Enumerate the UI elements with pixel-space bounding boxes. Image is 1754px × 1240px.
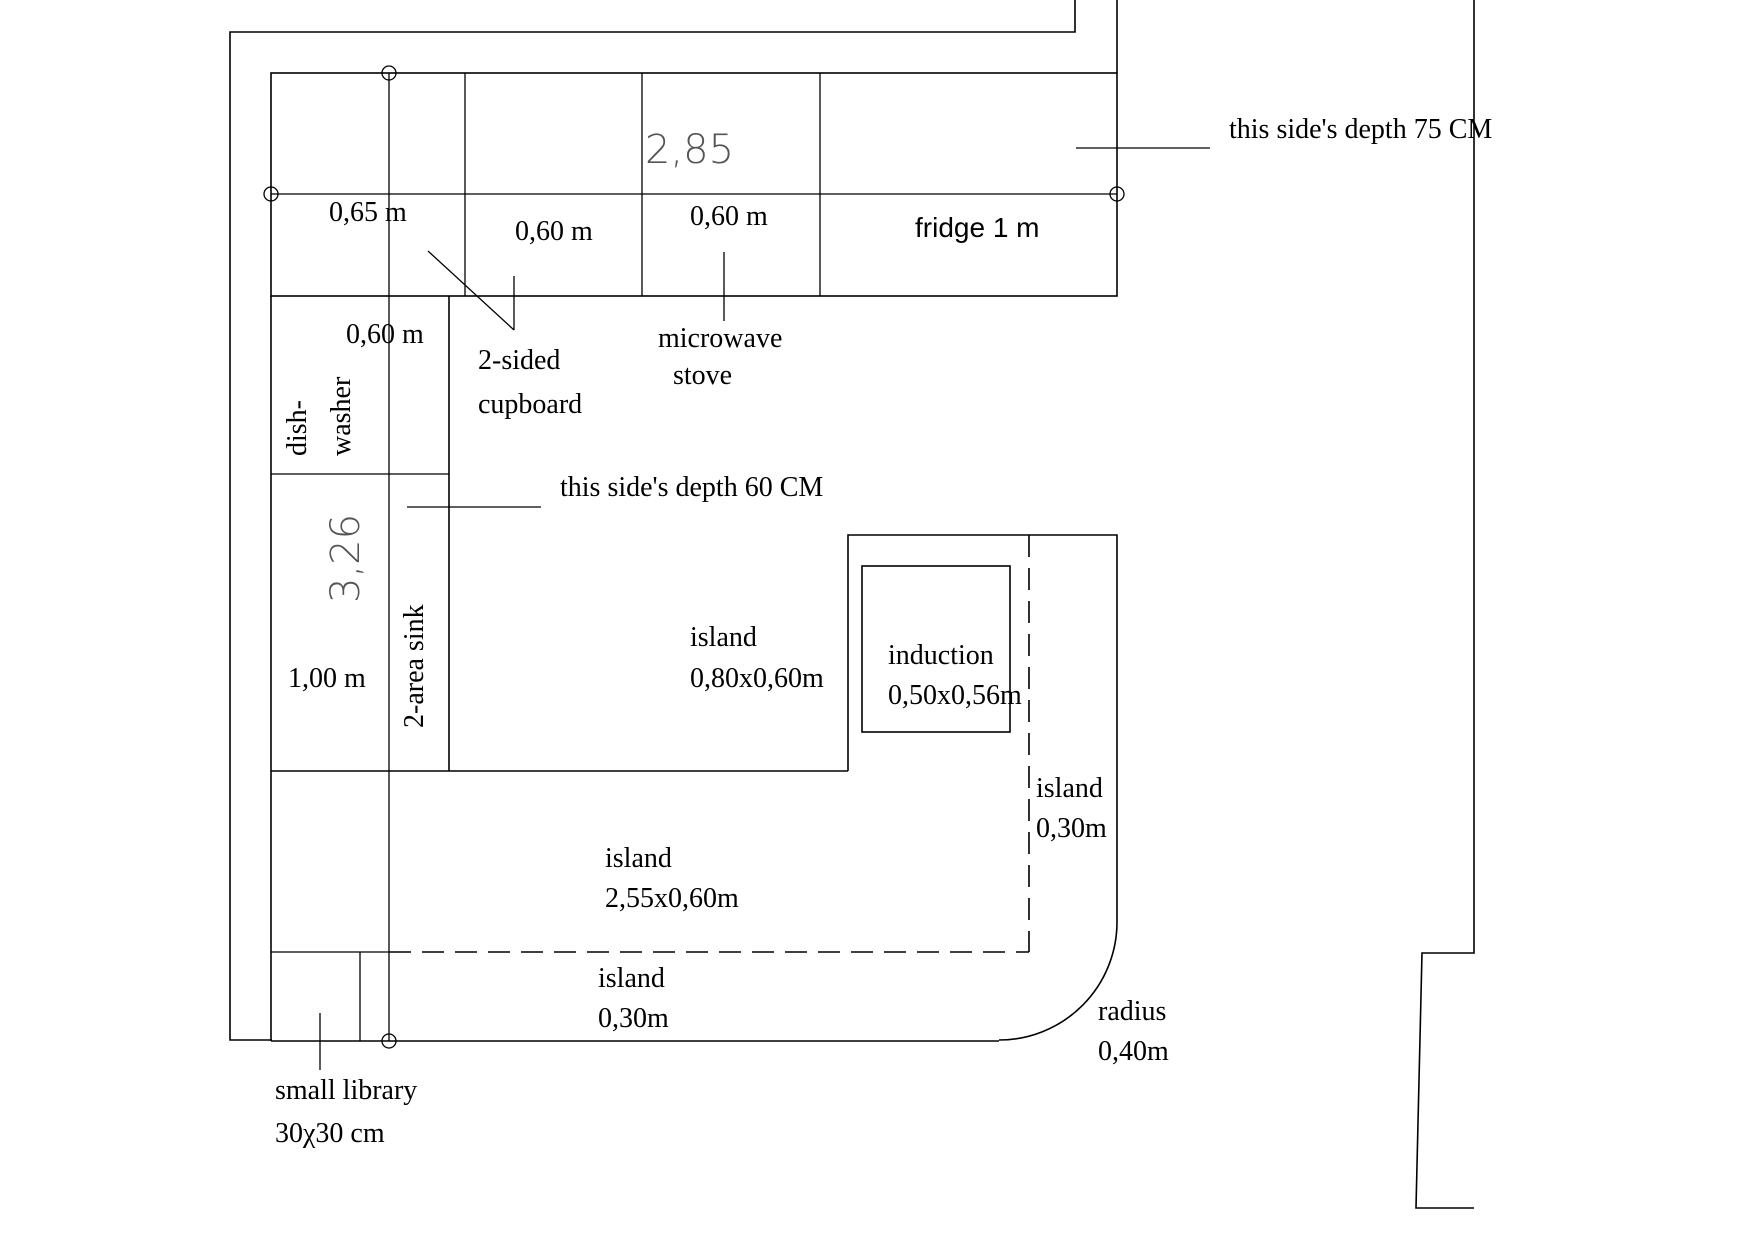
library-label-1: small library [275, 1075, 417, 1106]
microwave-label-1: microwave [658, 323, 782, 354]
island-rounded-corner [998, 921, 1118, 1041]
width-065: 0,65 m [329, 197, 407, 228]
island-b-label-2: 0,30m [1036, 813, 1107, 844]
dishwasher-label-2: washer [326, 376, 357, 456]
induction-label-2: 0,50x0,56m [888, 680, 1022, 711]
island-d-label-2: 0,30m [598, 1003, 669, 1034]
induction-label-1: induction [888, 640, 994, 671]
dimension-left: 3,26 [323, 514, 369, 603]
dimension-top: 2,85 [645, 127, 734, 173]
axis-marker-top-left [263, 186, 279, 202]
top-counter [270, 72, 1118, 297]
island-c-label-2: 2,55x0,60m [605, 883, 739, 914]
island-b-label-1: island [1036, 773, 1103, 804]
island-c-label-1: island [605, 843, 672, 874]
width-060-a: 0,60 m [515, 216, 593, 247]
width-060-b: 0,60 m [690, 201, 768, 232]
width-060-c: 0,60 m [346, 319, 424, 350]
library-label-2: 30χ30 cm [275, 1118, 385, 1149]
dishwasher-label-1: dish- [282, 400, 313, 456]
island-a-label-1: island [690, 622, 757, 653]
island-d-label-1: island [598, 963, 665, 994]
leader-cupboard-diag [427, 250, 515, 331]
axis-marker-top-right [1109, 186, 1125, 202]
radius-label-1: radius [1098, 996, 1166, 1027]
sink-label: 2-area sink [399, 604, 430, 728]
island-a-label-2: 0,80x0,60m [690, 663, 824, 694]
width-100: 1,00 m [288, 663, 366, 694]
cupboard-label-2: cupboard [478, 389, 582, 420]
depth-top-note: this side's depth 75 CM [1229, 114, 1492, 145]
outer-wall-right [1415, 0, 1475, 1209]
island-outline [847, 534, 1118, 922]
radius-label-2: 0,40m [1098, 1036, 1169, 1067]
depth-left-note: this side's depth 60 CM [560, 472, 823, 503]
cupboard-label-1: 2-sided [478, 345, 560, 376]
outer-wall-left [229, 0, 1076, 1041]
microwave-label-2: stove [673, 360, 732, 391]
induction-hob [861, 565, 1011, 733]
fridge-label: fridge 1 m [915, 212, 1040, 243]
